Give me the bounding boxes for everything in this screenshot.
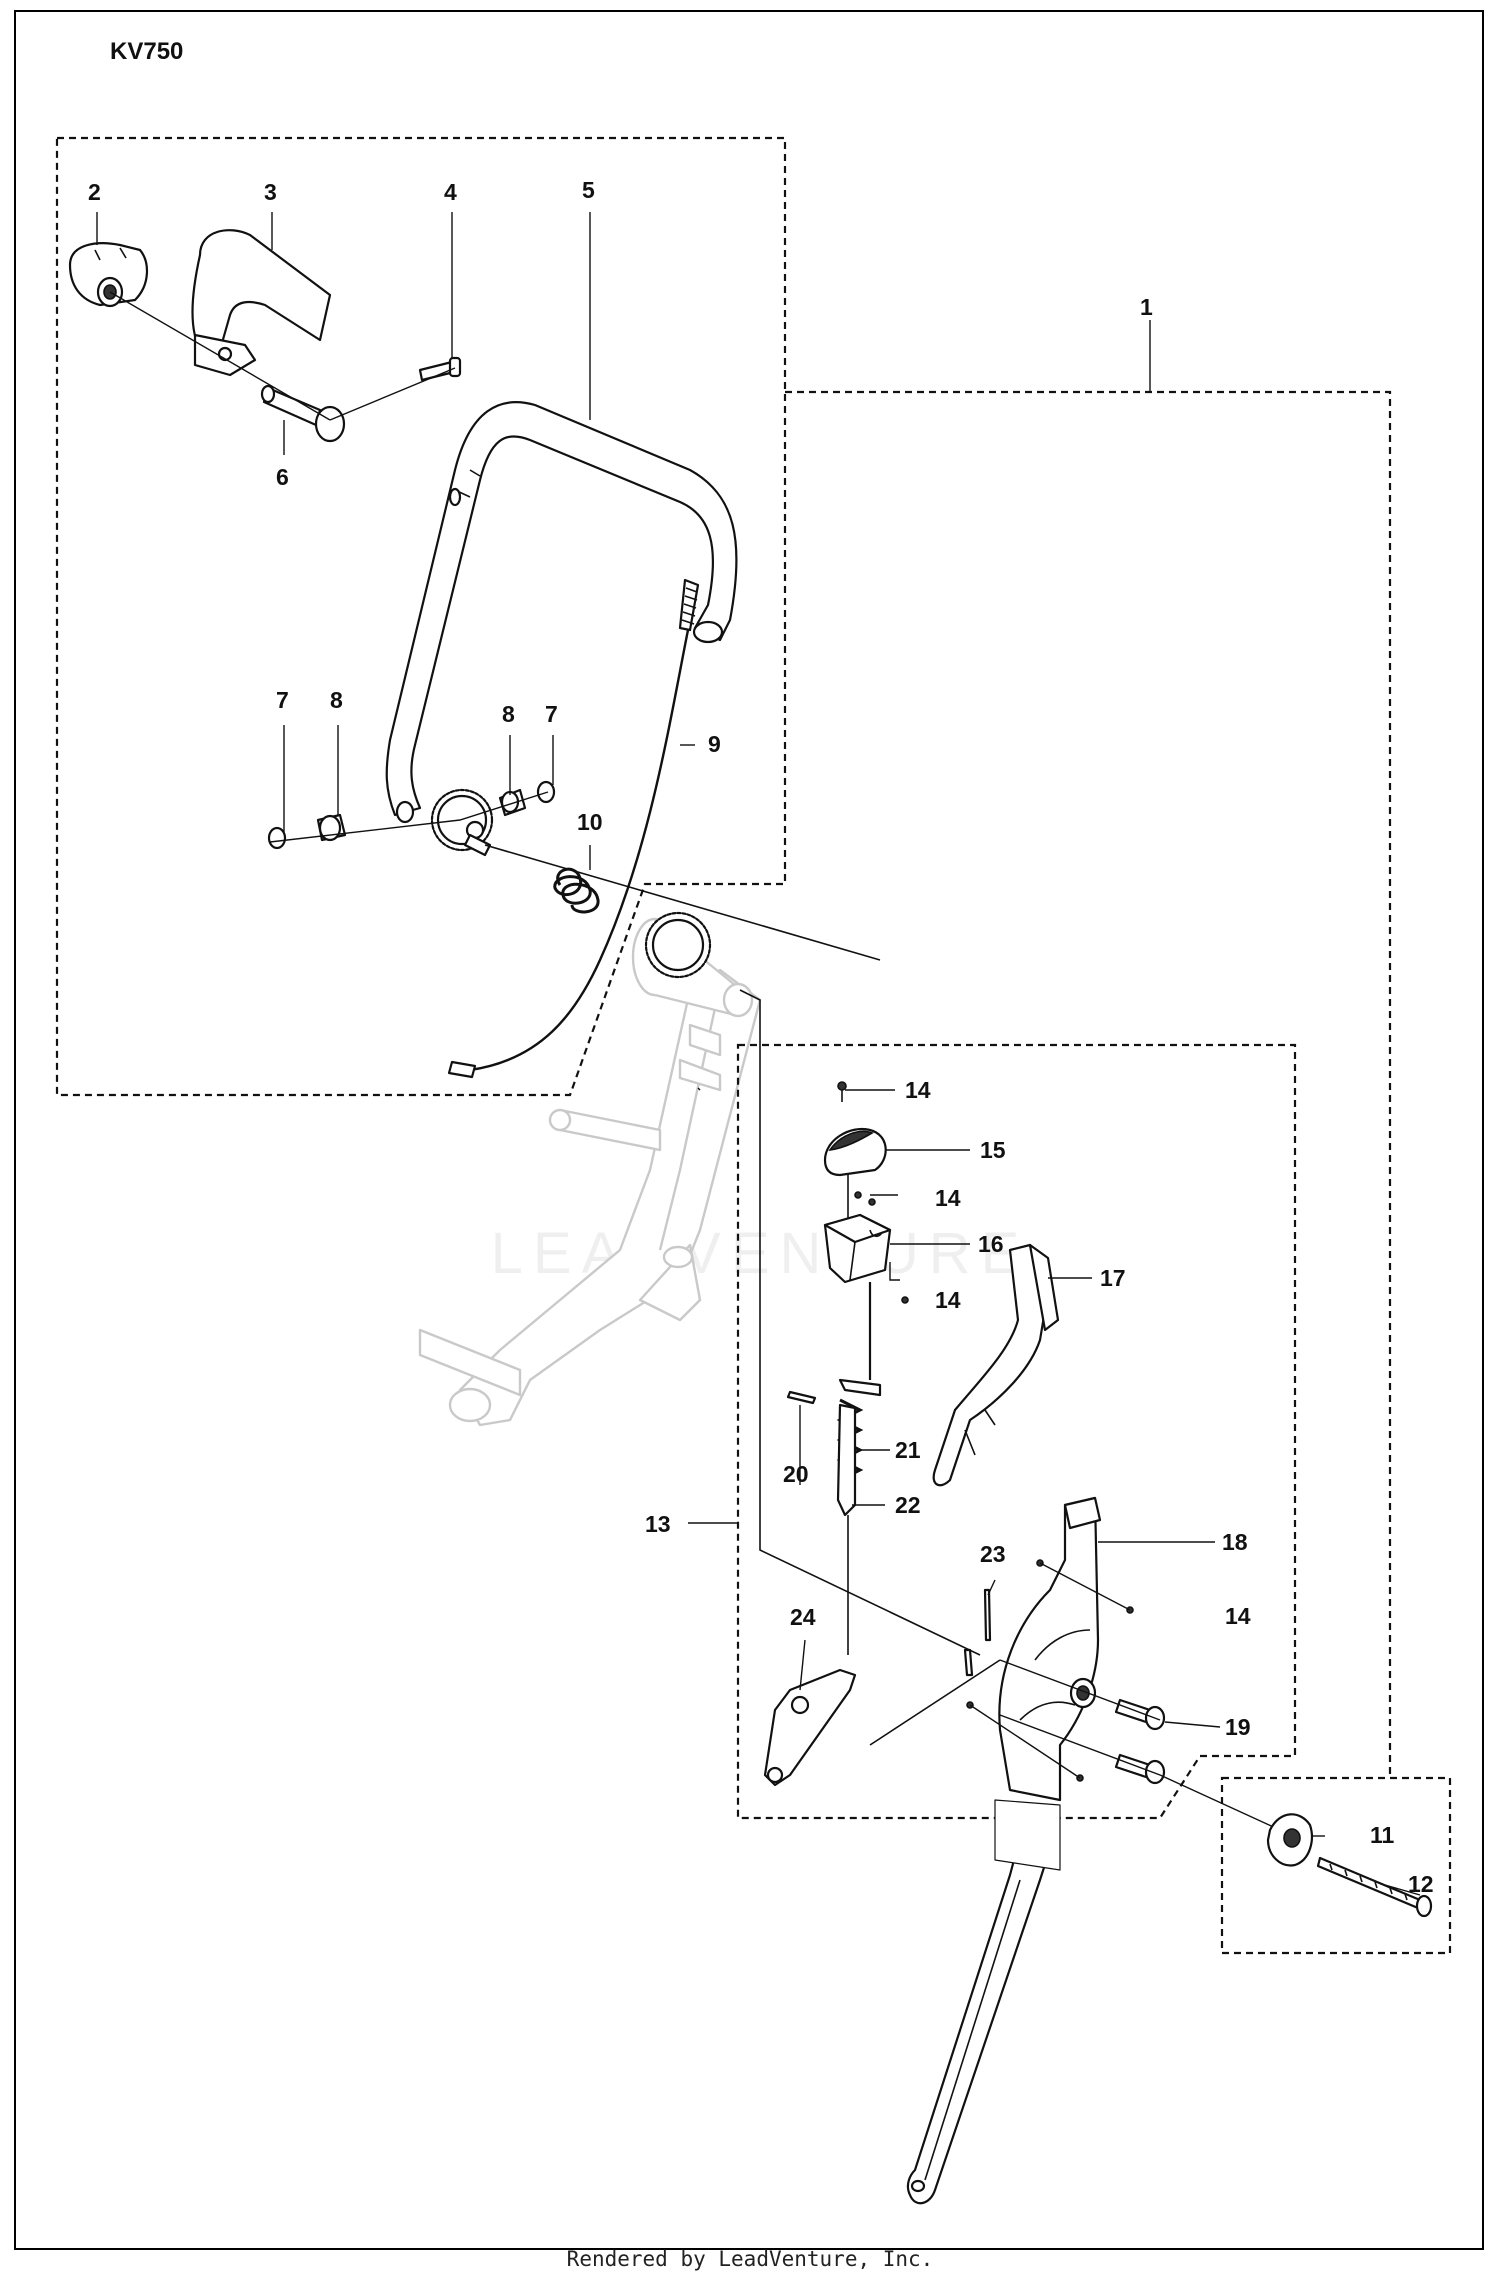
part-5-handle-bar	[385, 401, 738, 817]
callout-24: 24	[790, 1604, 816, 1630]
callout-14-mid: 14	[935, 1185, 961, 1211]
part-17-curved-guide	[932, 1243, 1060, 1487]
callout-labels: 1 2 3 4 5 6 7 8 8 7 9 10 11 12 13 14 15 …	[88, 177, 1434, 1897]
frame-body-ghost	[418, 917, 762, 1427]
callout-17: 17	[1100, 1265, 1126, 1291]
model-title: KV750	[110, 38, 184, 65]
part-12-bolt	[1316, 1856, 1433, 1918]
part-19-pins	[999, 1659, 1281, 1831]
callout-7-right: 7	[545, 701, 558, 727]
callout-20: 20	[783, 1461, 809, 1487]
part-10-spring	[553, 867, 600, 914]
part-14-screws-mid	[854, 1191, 898, 1206]
callout-2: 2	[88, 179, 101, 205]
callout-10: 10	[577, 809, 603, 835]
callout-8-left: 8	[330, 687, 343, 713]
part-16-housing	[823, 1213, 892, 1284]
callout-5: 5	[582, 177, 595, 203]
group-box-handle	[55, 136, 787, 1097]
part-23-pin	[963, 1588, 992, 1677]
watermark: LEADVENTURE	[490, 1221, 1030, 1286]
callout-22: 22	[895, 1492, 921, 1518]
part-24-bracket	[763, 1668, 857, 1787]
callout-14-lever: 14	[1225, 1603, 1251, 1629]
part-14-screw-low	[889, 1262, 909, 1304]
group-box-11-12	[1220, 1776, 1452, 1955]
part-8-bushing-left-2	[395, 800, 415, 824]
callout-8-right: 8	[502, 701, 515, 727]
callout-14-top: 14	[905, 1077, 931, 1103]
callout-21: 21	[895, 1437, 921, 1463]
linkage-rod	[838, 1282, 882, 1397]
group-box-13	[736, 1043, 1297, 1820]
part-22-lever	[836, 1403, 857, 1517]
callout-11: 11	[1370, 1822, 1395, 1848]
callout-19: 19	[1225, 1714, 1251, 1740]
callout-15: 15	[980, 1137, 1006, 1163]
part-11-knob	[1266, 1813, 1313, 1867]
callout-1: 1	[1140, 294, 1153, 320]
callout-4: 4	[444, 179, 457, 205]
part-2-end-cap	[68, 242, 148, 308]
part-20-pin	[786, 1390, 817, 1405]
part-7-ring-left	[267, 826, 287, 850]
callout-13: 13	[645, 1511, 671, 1537]
callout-12: 12	[1408, 1871, 1434, 1897]
callout-18: 18	[1222, 1529, 1248, 1555]
part-9-cable	[447, 578, 700, 1079]
part-14-screw-top	[837, 1081, 847, 1102]
callout-14-low: 14	[935, 1287, 961, 1313]
tow-arm	[906, 1799, 1061, 2205]
part-18-lever-plate	[998, 1496, 1102, 1802]
part-14-screws-lever	[966, 1559, 1134, 1782]
callout-23: 23	[980, 1541, 1006, 1567]
callout-3: 3	[264, 179, 277, 205]
part-4-screw	[418, 356, 462, 382]
part-6-pin	[260, 384, 346, 443]
callout-7-left: 7	[276, 687, 289, 713]
callout-9: 9	[708, 731, 721, 757]
footer-credit: Rendered by LeadVenture, Inc.	[566, 2247, 934, 2271]
callout-6: 6	[276, 464, 289, 490]
part-15-knob	[823, 1127, 887, 1177]
frame-sprocket	[644, 911, 712, 979]
callout-16: 16	[978, 1231, 1004, 1257]
diagram-frame	[14, 10, 1484, 2250]
part-3-hook-bracket	[191, 229, 332, 377]
part-8-bushing-right	[498, 788, 527, 817]
group-box-1	[785, 390, 1392, 1778]
leader-lines	[96, 212, 1421, 1896]
